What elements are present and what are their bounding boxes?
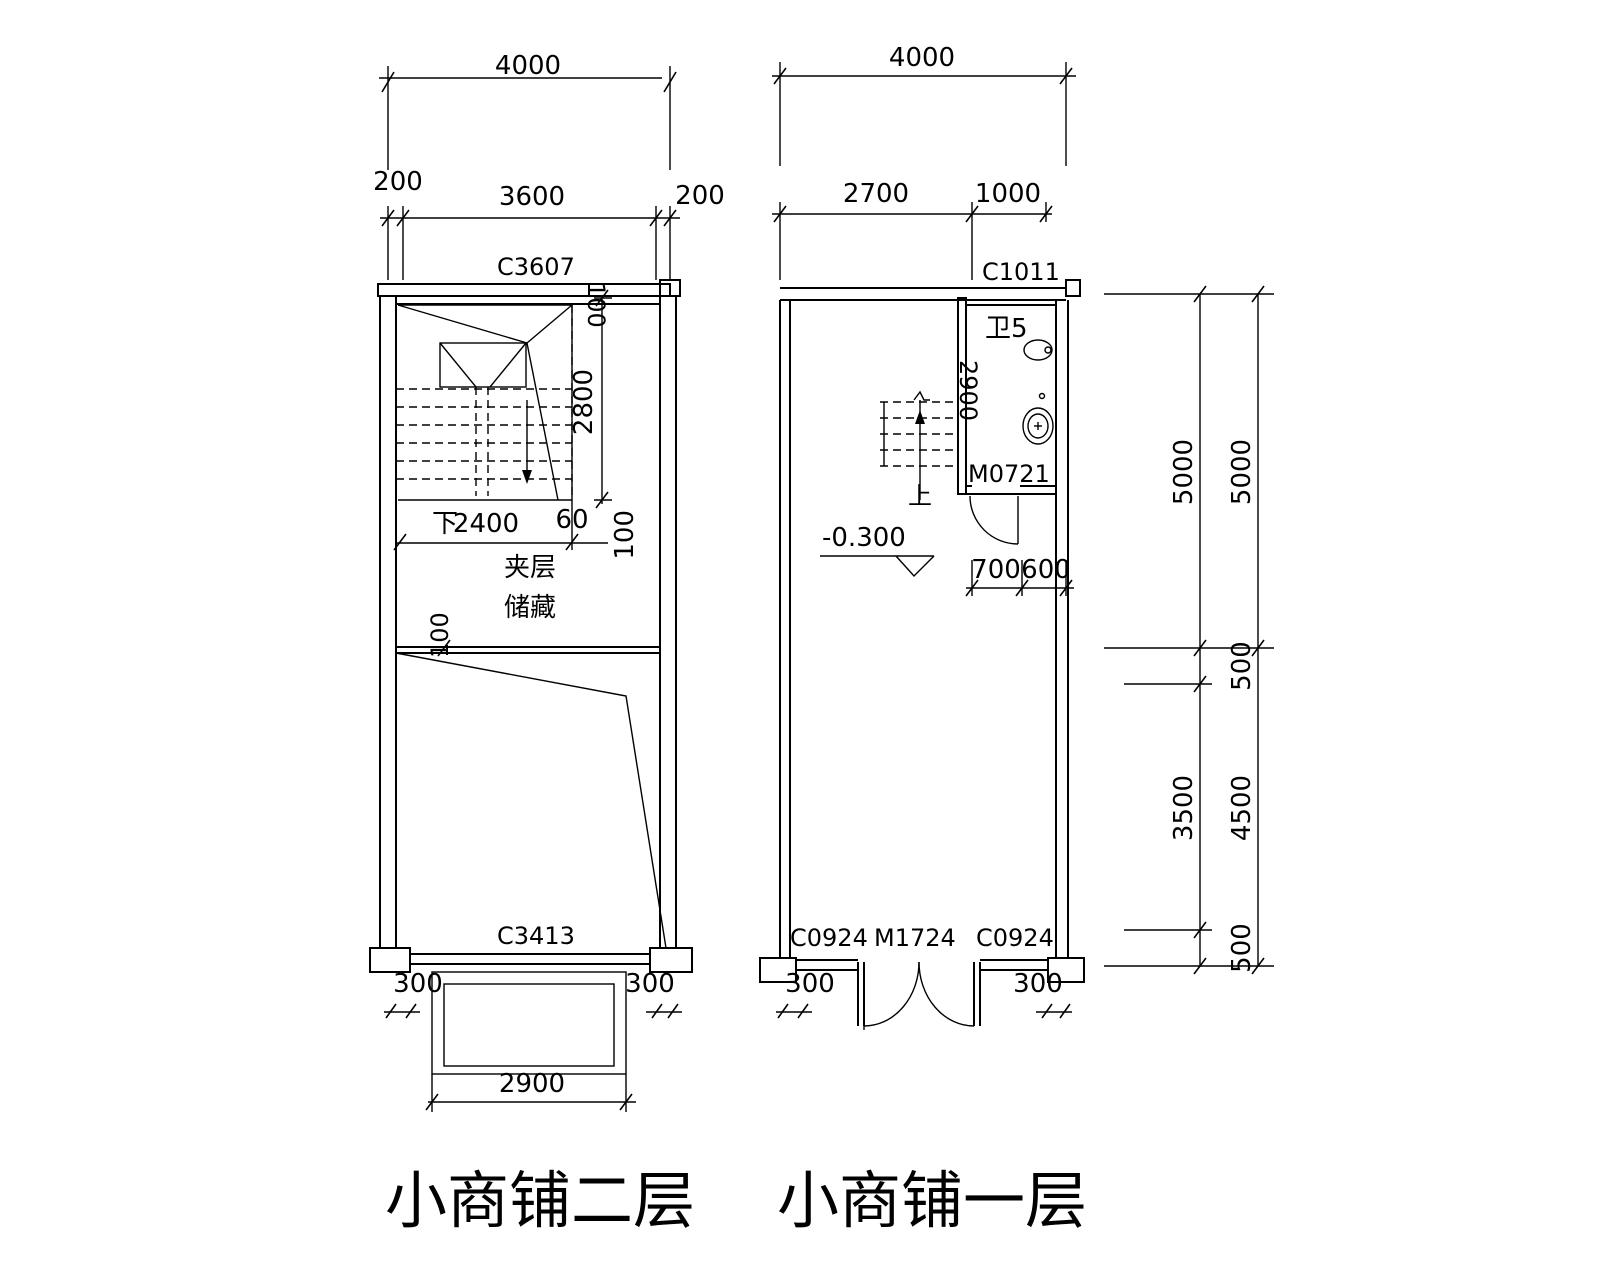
floor1-main-door bbox=[857, 961, 981, 1030]
floor2-dim-gap: 60 bbox=[555, 505, 588, 535]
floor2-dim-inner: 3600 bbox=[499, 182, 565, 212]
floor2-dim-left-wall: 200 bbox=[373, 167, 423, 197]
floor1-dim-5000-b: 5000 bbox=[1227, 439, 1257, 505]
floor1-dim-5000-a: 5000 bbox=[1169, 439, 1199, 505]
floor2-window-bottom-label: C3413 bbox=[497, 922, 575, 950]
floor2-dim-row2: 200 3600 200 bbox=[373, 167, 725, 280]
floor2-room-line2: 储藏 bbox=[504, 593, 556, 623]
floor2-beam: 100 bbox=[396, 612, 660, 658]
floor2-dim-edge-bottom: 100 bbox=[610, 510, 640, 560]
floor2-dim-bottom-left: 300 bbox=[393, 969, 443, 999]
floor2-dim-stair-length: 2800 bbox=[569, 289, 612, 509]
floor2-dim-stair-width-label: 2400 bbox=[453, 509, 519, 539]
floor2-dim-stair-width: 下 2400 60 100 bbox=[393, 500, 640, 560]
floor2-mezzanine-slab bbox=[395, 652, 667, 949]
floor1-door-main-label: M1724 bbox=[874, 924, 956, 952]
washbasin-icon bbox=[1022, 407, 1054, 445]
floor2-dim-bottom: 300 300 bbox=[384, 969, 682, 1019]
floor1-dim-vertical: 5000 5000 500 3500 4500 500 bbox=[1104, 285, 1274, 975]
floor1-dim-bottom: 300 300 bbox=[776, 969, 1072, 1019]
floor1-dim-4500: 4500 bbox=[1227, 775, 1257, 841]
floor1-door-wc-label: M0721 bbox=[968, 460, 1050, 488]
floor1-dim-total-label: 4000 bbox=[889, 43, 955, 73]
floor2-walls: C3413 bbox=[369, 279, 693, 973]
floor1-walls bbox=[759, 279, 1085, 983]
floor2-room-line1: 夹层 bbox=[504, 553, 556, 583]
floor1-dim-500-a: 500 bbox=[1227, 641, 1257, 691]
floor1-stair-up: 上 bbox=[908, 482, 932, 510]
floor1-dim-bottom-left: 300 bbox=[785, 969, 835, 999]
floor1-wc-label: 卫5 bbox=[985, 314, 1028, 344]
floor2-dim-stair-length-label: 2800 bbox=[569, 369, 599, 435]
floor1-dim-door: 700 600 bbox=[965, 555, 1074, 597]
floor2-dim-right-wall: 200 bbox=[675, 181, 725, 211]
floor2-dim-total-label: 4000 bbox=[495, 51, 561, 81]
floor1-dim-door-a: 700 bbox=[971, 555, 1021, 585]
floor2-dim-bottom-right: 300 bbox=[625, 969, 675, 999]
floor1-wc: 卫5 M0721 bbox=[957, 297, 1056, 545]
floor1-dim-500-b: 500 bbox=[1227, 923, 1257, 973]
floor2-dim-beam: 100 bbox=[426, 612, 454, 658]
floor2-plan: 4000 200 3600 200 C3607 100 bbox=[369, 51, 725, 1237]
floor1-dim-bottom-right: 300 bbox=[1013, 969, 1063, 999]
floor1-dim-row2: 2700 1000 bbox=[772, 179, 1053, 280]
floor2-dim-total: 4000 bbox=[379, 51, 677, 170]
floor1-dim-right-part: 1000 bbox=[975, 179, 1041, 209]
floor1-plan: 4000 2700 1000 C1011 bbox=[759, 43, 1274, 1237]
floor1-window-left-label: C0924 bbox=[790, 924, 868, 952]
floor1-window-right-label: C0924 bbox=[976, 924, 1054, 952]
floor1-dim-total: 4000 bbox=[772, 43, 1076, 166]
toilet-icon bbox=[1023, 339, 1053, 361]
floor1-window-wc-label: C1011 bbox=[982, 258, 1060, 286]
floor1-dim-stair: 2900 bbox=[954, 360, 982, 421]
floor1-level-mark: -0.300 bbox=[820, 523, 935, 578]
floor1-dim-door-b: 600 bbox=[1021, 555, 1071, 585]
floor1-dim-3500: 3500 bbox=[1169, 775, 1199, 841]
floor2-canopy: 2900 bbox=[425, 971, 636, 1112]
floor2-dim-canopy: 2900 bbox=[499, 1069, 565, 1099]
floor2-window-top-label: C3607 bbox=[497, 253, 575, 281]
floor1-title: 小商铺一层 bbox=[777, 1164, 1087, 1237]
floor2-stair bbox=[396, 304, 573, 501]
floor2-title: 小商铺二层 bbox=[385, 1164, 695, 1237]
floor1-stair: 2900 上 bbox=[880, 360, 982, 510]
floor2-stair-down: 下 bbox=[432, 509, 458, 539]
floor1-dim-left-part: 2700 bbox=[843, 179, 909, 209]
floor1-level-label: -0.300 bbox=[822, 523, 906, 553]
